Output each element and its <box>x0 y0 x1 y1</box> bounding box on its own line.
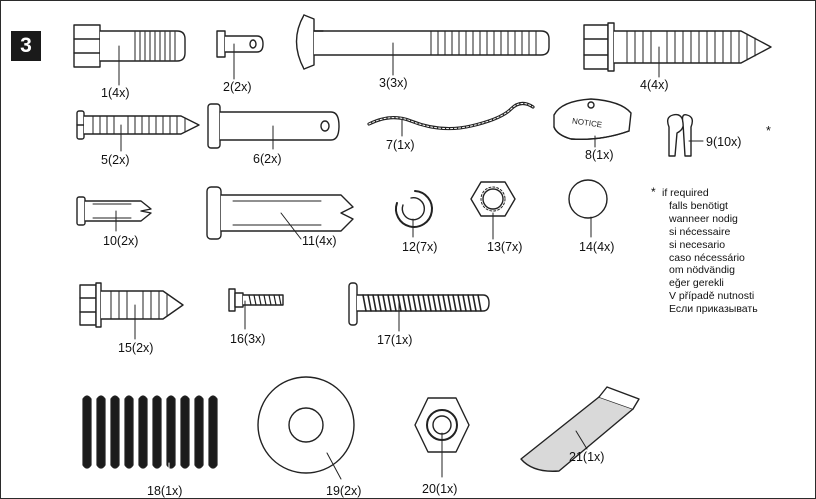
label-part-12: 12(7x) <box>402 240 437 254</box>
note-line: om nödvändig <box>669 264 735 277</box>
label-part-6: 6(2x) <box>253 152 281 166</box>
part-14-ring <box>568 179 608 238</box>
label-part-2: 2(2x) <box>223 80 251 94</box>
note-line: if required <box>662 187 709 199</box>
label-part-9-asterisk: * <box>766 124 771 138</box>
note-line: caso nécessário <box>669 251 745 264</box>
note-line: Если приказывать <box>669 303 758 316</box>
label-part-3: 3(3x) <box>379 76 407 90</box>
part-21-grease-packet <box>520 386 640 472</box>
label-part-14: 14(4x) <box>579 240 614 254</box>
part-6-clevis-pin-large <box>207 103 340 150</box>
part-7-lanyard <box>367 101 535 137</box>
part-17-machine-screw <box>348 282 490 332</box>
part-16-small-bolt <box>228 288 284 330</box>
label-part-19: 19(2x) <box>326 484 361 498</box>
label-part-4: 4(4x) <box>640 78 668 92</box>
label-part-7: 7(1x) <box>386 138 414 152</box>
part-3-carriage-bolt <box>295 14 550 76</box>
label-part-17: 17(1x) <box>377 333 412 347</box>
part-12-lock-washer <box>395 190 433 238</box>
label-part-15: 15(2x) <box>118 341 153 355</box>
label-part-9: 9(10x) <box>706 135 741 149</box>
label-part-13: 13(7x) <box>487 240 522 254</box>
label-part-8: 8(1x) <box>585 148 613 162</box>
note-line: si nécessaire <box>669 225 731 238</box>
note-line: V případě nutnosti <box>669 290 755 303</box>
part-19-flat-washer <box>257 376 355 480</box>
label-part-10: 10(2x) <box>103 234 138 248</box>
part-11-anchor-large <box>206 186 354 240</box>
part-2-clevis-pin <box>216 30 264 80</box>
note-line: eğer gerekli <box>669 277 724 290</box>
note-line: si necesario <box>669 238 726 251</box>
part-20-lock-nut <box>414 397 470 478</box>
part-5-pan-screw <box>76 110 200 152</box>
label-part-1: 1(4x) <box>101 86 129 100</box>
label-part-5: 5(2x) <box>101 153 129 167</box>
part-9-hinge-clip <box>666 113 704 157</box>
note-asterisk: * <box>651 185 656 199</box>
if-required-note: * if required falls benötigt wanneer nod… <box>651 185 758 316</box>
note-line: falls benötigt <box>669 199 728 212</box>
part-labels: 1(4x) 2(2x) 3(3x) 4(4x) 5(2x) 6(2x) 7(1x… <box>101 76 771 498</box>
label-part-18: 18(1x) <box>147 484 182 498</box>
part-13-hex-nut <box>470 181 516 240</box>
label-part-11: 11(4x) <box>302 234 337 248</box>
part-15-flange-screw-short <box>79 282 184 340</box>
label-part-21: 21(1x) <box>569 450 604 464</box>
step-number-badge: 3 <box>11 31 41 61</box>
part-4-flange-screw <box>583 22 772 78</box>
label-part-20: 20(1x) <box>422 482 457 496</box>
part-8-notice-tag <box>553 98 632 148</box>
part-10-anchor-small <box>76 196 152 232</box>
part-18-coil-spring <box>82 395 218 482</box>
part-1-hex-bolt <box>73 24 186 86</box>
label-part-16: 16(3x) <box>230 332 265 346</box>
note-line: wanneer nodig <box>669 212 738 225</box>
notice-tag-text: NOTICE <box>571 116 602 129</box>
